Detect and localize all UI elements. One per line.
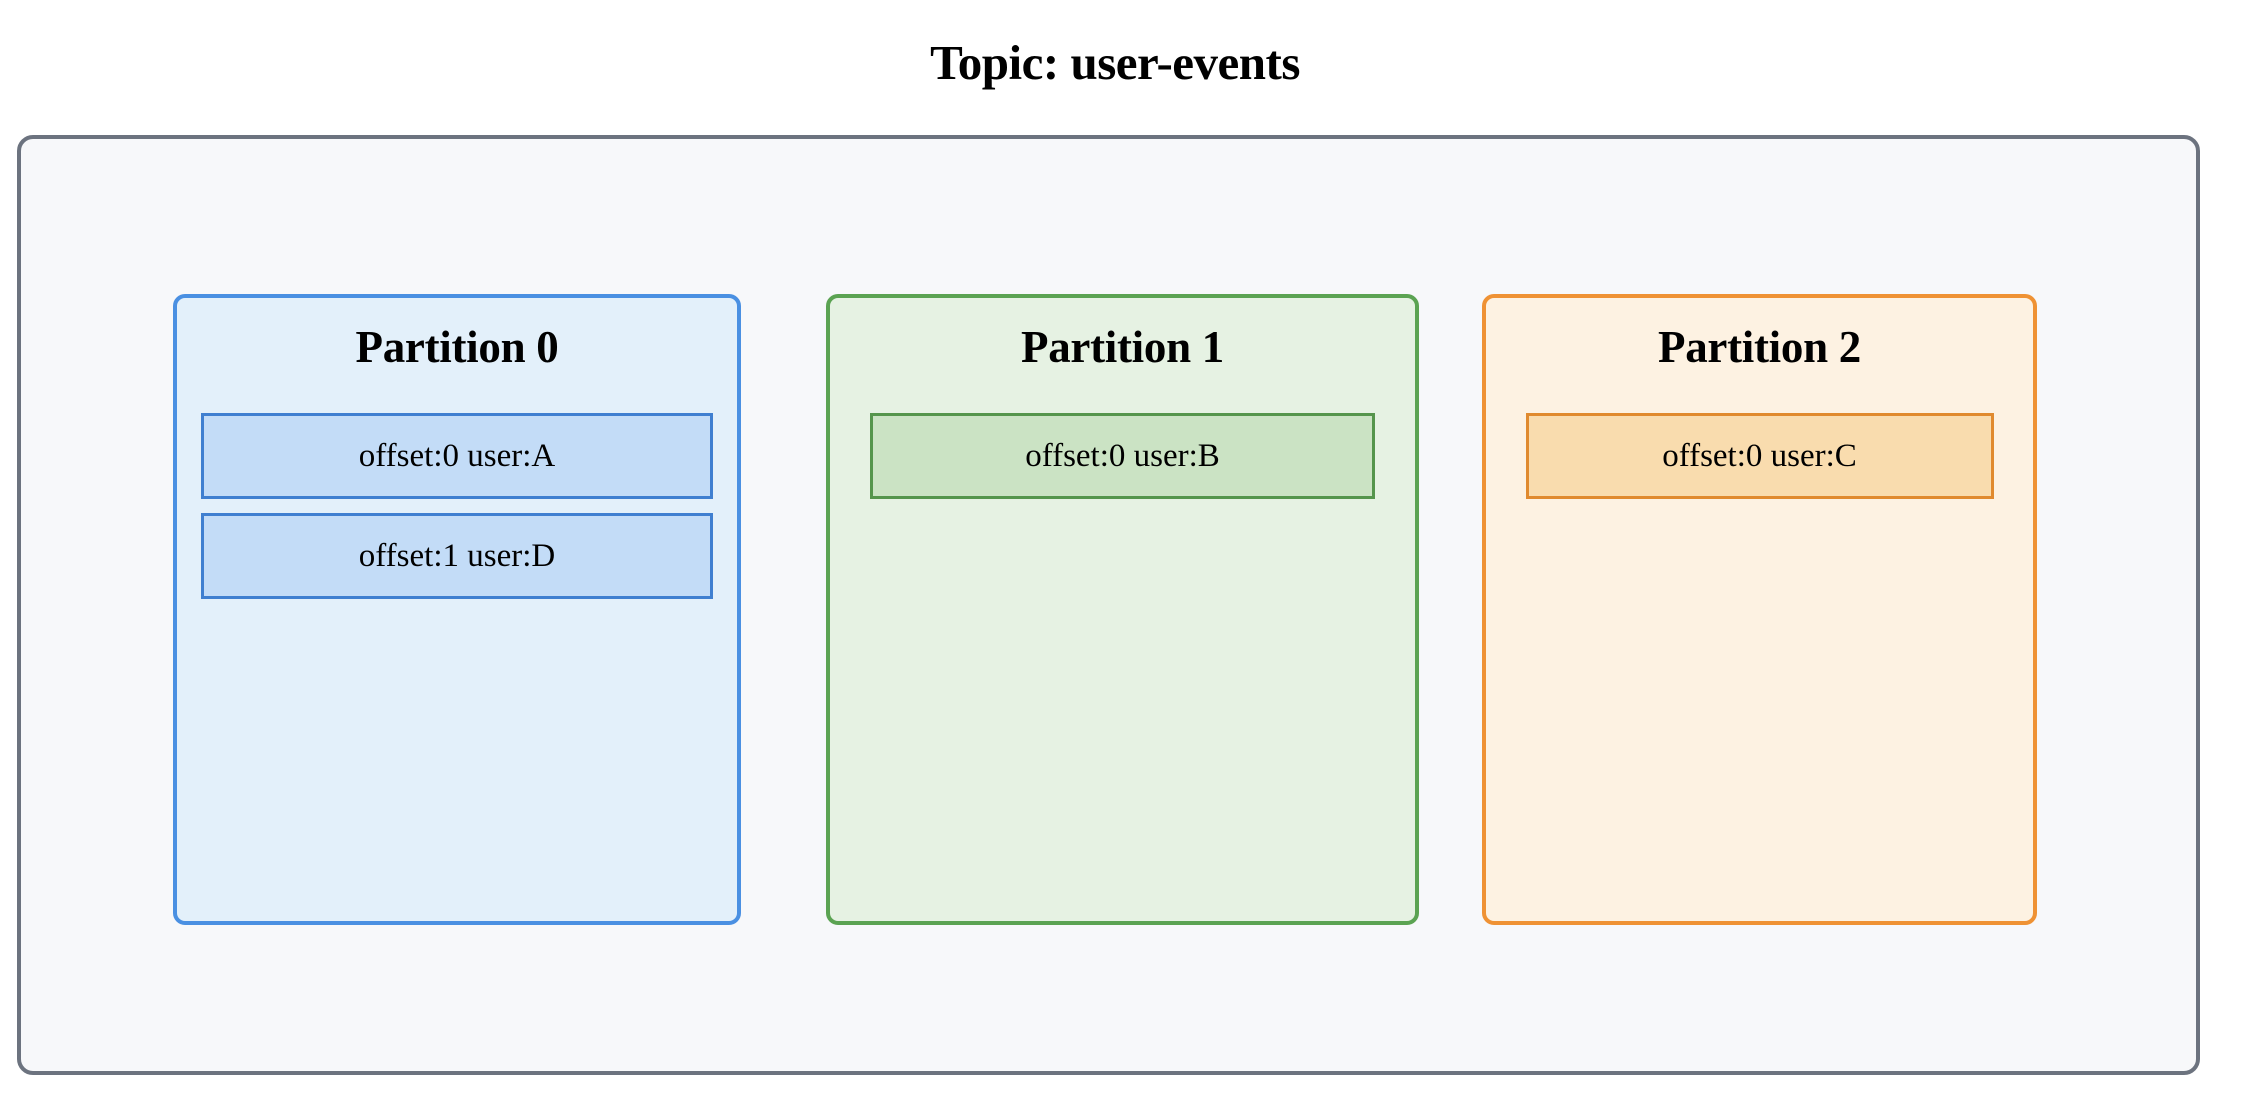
partition-box-0[interactable]: Partition 0 offset:0 user:A offset:1 use…	[173, 294, 741, 925]
page-title: Topic: user-events	[930, 35, 1300, 90]
partition-title-2: Partition 2	[1658, 322, 1861, 372]
message-record[interactable]: offset:1 user:D	[201, 513, 713, 599]
partition-row: Partition 0 offset:0 user:A offset:1 use…	[21, 139, 2196, 1071]
message-list-2: offset:0 user:C	[1486, 413, 2033, 499]
partition-title-0: Partition 0	[355, 322, 559, 372]
message-record[interactable]: offset:0 user:B	[870, 413, 1375, 499]
partition-box-2[interactable]: Partition 2 offset:0 user:C	[1482, 294, 2037, 925]
message-record[interactable]: offset:0 user:C	[1525, 413, 1994, 499]
message-list-0: offset:0 user:A offset:1 user:D	[177, 413, 737, 599]
partition-box-1[interactable]: Partition 1 offset:0 user:B	[826, 294, 1419, 925]
message-list-1: offset:0 user:B	[830, 413, 1415, 499]
message-record[interactable]: offset:0 user:A	[201, 413, 713, 499]
partition-title-1: Partition 1	[1021, 322, 1224, 372]
topic-container: Partition 0 offset:0 user:A offset:1 use…	[17, 135, 2200, 1075]
